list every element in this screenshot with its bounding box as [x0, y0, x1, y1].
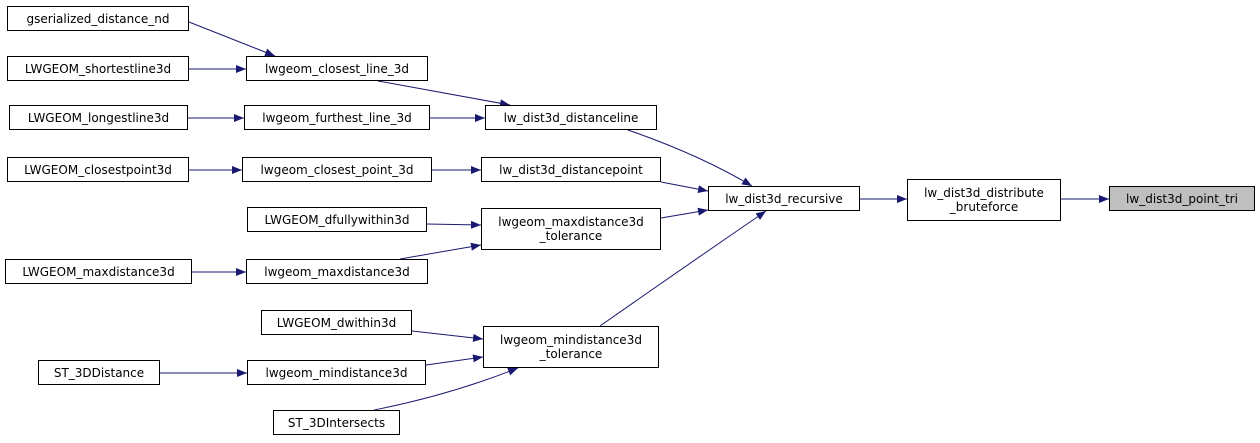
edge-lwgeom_mindistance3d_tolerance-to-lw_dist3d_recursive — [599, 210, 767, 327]
node-lwgeom-maxdistance3d-tolerance[interactable]: lwgeom_maxdistance3d _tolerance — [481, 208, 661, 250]
edge-lwgeom_mindistance3d-to-lwgeom_mindistance3d_tolerance — [425, 354, 484, 366]
node-label-line-2: _tolerance — [539, 347, 603, 361]
node-label: lw_dist3d_recursive — [725, 191, 843, 206]
node-label: ST_3DIntersects — [287, 415, 386, 430]
node-st-3dintersects[interactable]: ST_3DIntersects — [273, 410, 400, 435]
node-lw-dist3d-point-tri: lw_dist3d_point_tri — [1109, 186, 1255, 211]
node-lwgeom-maxdistance3d[interactable]: lwgeom_maxdistance3d — [246, 259, 428, 284]
edge-LWGEOM_dwithin3d-to-lwgeom_mindistance3d_tolerance — [411, 330, 484, 342]
edge-gserialized_distance_nd-to-lwgeom_closest_line_3d — [188, 21, 276, 57]
node-label: lwgeom_closest_line_3d — [265, 61, 409, 76]
node-label: lwgeom_furthest_line_3d — [262, 110, 412, 125]
node-lwgeom-furthest-line-3d[interactable]: lwgeom_furthest_line_3d — [244, 105, 430, 130]
node-label: lwgeom_maxdistance3d — [264, 264, 410, 279]
node-label-line-1: lwgeom_mindistance3d — [500, 333, 642, 347]
node-label-line-2: _bruteforce — [949, 200, 1019, 214]
node-lwgeom-dfullywithin3d[interactable]: LWGEOM_dfullywithin3d — [247, 207, 427, 232]
edge-lwgeom_maxdistance3d_tolerance-to-lw_dist3d_recursive — [660, 207, 709, 219]
node-lwgeom-longestline3d[interactable]: LWGEOM_longestline3d — [9, 105, 188, 130]
edge-lwgeom_maxdistance3d-to-lwgeom_maxdistance3d_tolerance — [399, 242, 482, 260]
node-label: LWGEOM_dfullywithin3d — [264, 212, 410, 227]
node-lwgeom-mindistance3d[interactable]: lwgeom_mindistance3d — [247, 360, 426, 385]
node-label-line-1: lwgeom_maxdistance3d — [498, 215, 644, 229]
node-label: LWGEOM_longestline3d — [27, 110, 170, 125]
node-label: lw_dist3d_distanceline — [503, 110, 639, 125]
node-label: lw_dist3d_distancepoint — [499, 162, 643, 177]
edge-ST_3DIntersects-to-lwgeom_mindistance3d_tolerance — [373, 367, 519, 411]
edge-lw_dist3d_distanceline-to-lw_dist3d_recursive — [627, 129, 753, 187]
node-label: LWGEOM_maxdistance3d — [22, 264, 175, 279]
node-lwgeom-closestpoint3d[interactable]: LWGEOM_closestpoint3d — [7, 157, 189, 182]
node-lwgeom-maxdistance3d-upper[interactable]: LWGEOM_maxdistance3d — [5, 259, 192, 284]
node-lw-dist3d-distancepoint[interactable]: lw_dist3d_distancepoint — [481, 157, 661, 182]
edge-lwgeom_closest_line_3d-to-lw_dist3d_distanceline — [377, 80, 511, 108]
edge-LWGEOM_dfullywithin3d-to-lwgeom_maxdistance3d_tolerance — [426, 220, 482, 229]
node-lwgeom-shortestline3d[interactable]: LWGEOM_shortestline3d — [7, 56, 189, 81]
node-label: LWGEOM_dwithin3d — [276, 315, 397, 330]
node-label: gserialized_distance_nd — [26, 11, 170, 26]
node-lwgeom-closest-line-3d[interactable]: lwgeom_closest_line_3d — [246, 56, 428, 81]
node-st-3ddistance[interactable]: ST_3DDistance — [38, 360, 160, 385]
node-label-line-2: _tolerance — [539, 229, 603, 243]
node-lwgeom-closest-point-3d[interactable]: lwgeom_closest_point_3d — [242, 157, 432, 182]
node-lw-dist3d-recursive[interactable]: lw_dist3d_recursive — [708, 186, 860, 211]
node-label: LWGEOM_shortestline3d — [24, 61, 172, 76]
node-lwgeom-dwithin3d[interactable]: LWGEOM_dwithin3d — [261, 310, 412, 335]
node-label: ST_3DDistance — [53, 365, 145, 380]
node-label: lw_dist3d_point_tri — [1126, 191, 1238, 206]
node-label: LWGEOM_closestpoint3d — [24, 162, 172, 177]
edge-lw_dist3d_distancepoint-to-lw_dist3d_recursive — [660, 181, 709, 194]
node-gserialized-distance-nd[interactable]: gserialized_distance_nd — [7, 6, 189, 31]
node-label: lwgeom_closest_point_3d — [260, 162, 414, 177]
node-label: lwgeom_mindistance3d — [265, 365, 408, 380]
node-lw-dist3d-distanceline[interactable]: lw_dist3d_distanceline — [485, 105, 657, 130]
node-label-line-1: lw_dist3d_distribute — [924, 186, 1044, 200]
node-lw-dist3d-distribute-bruteforce[interactable]: lw_dist3d_distribute _bruteforce — [907, 179, 1061, 221]
node-lwgeom-mindistance3d-tolerance[interactable]: lwgeom_mindistance3d _tolerance — [483, 326, 659, 368]
